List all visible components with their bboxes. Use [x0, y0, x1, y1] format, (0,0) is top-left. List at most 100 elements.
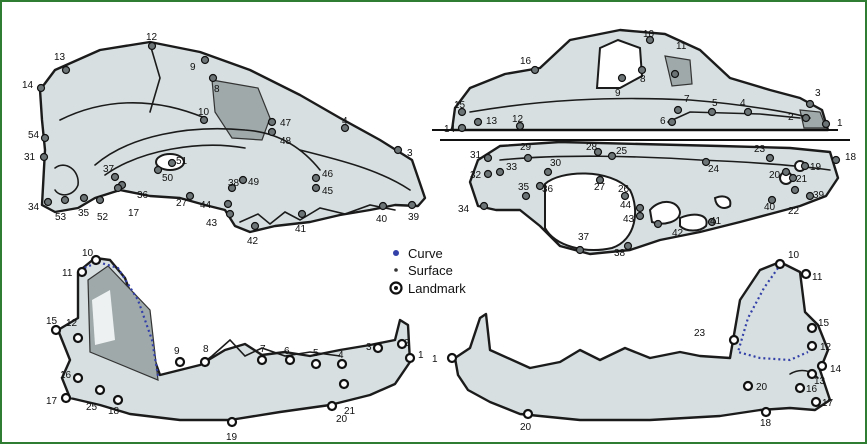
svg-text:20: 20: [520, 422, 532, 433]
svg-text:25: 25: [86, 402, 98, 413]
ventral-tooth-socket-2: [680, 215, 707, 231]
svg-text:18: 18: [845, 152, 857, 163]
svg-text:34: 34: [458, 204, 470, 215]
svg-text:16: 16: [520, 56, 532, 67]
mandible-right-outline: [455, 262, 830, 420]
landmark-marker: 23: [694, 328, 738, 344]
svg-text:19: 19: [810, 162, 822, 173]
svg-text:40: 40: [764, 202, 776, 213]
svg-text:10: 10: [788, 250, 800, 261]
svg-text:12: 12: [820, 342, 832, 353]
landmark-marker: 31: [470, 150, 492, 162]
svg-text:22: 22: [788, 206, 800, 217]
svg-text:54: 54: [28, 130, 40, 141]
landmark-marker: 14: [444, 124, 466, 135]
svg-text:43: 43: [206, 218, 218, 229]
landmark-marker: 15: [46, 316, 60, 334]
svg-text:37: 37: [578, 232, 590, 243]
svg-text:27: 27: [594, 182, 606, 193]
svg-text:44: 44: [200, 200, 212, 211]
svg-text:1: 1: [418, 350, 424, 361]
svg-text:42: 42: [247, 236, 259, 247]
svg-text:13: 13: [54, 52, 66, 63]
landmark-marker: 52: [97, 197, 109, 224]
svg-text:48: 48: [280, 136, 292, 147]
svg-text:12: 12: [146, 32, 158, 43]
svg-text:20: 20: [756, 382, 768, 393]
svg-text:27: 27: [176, 198, 188, 209]
svg-text:21: 21: [796, 174, 808, 185]
svg-text:13: 13: [486, 116, 498, 127]
landmark-marker: 34: [458, 203, 488, 216]
svg-text:34: 34: [28, 202, 40, 213]
landmark-marker: 11: [802, 270, 823, 283]
svg-text:20: 20: [769, 170, 781, 181]
svg-text:17: 17: [46, 396, 58, 407]
svg-text:36: 36: [542, 184, 554, 195]
svg-text:32: 32: [470, 170, 482, 181]
svg-text:12: 12: [66, 318, 78, 329]
svg-text:15: 15: [454, 100, 466, 111]
svg-text:5: 5: [313, 348, 319, 359]
landmark-marker: 19: [226, 418, 238, 443]
svg-text:6: 6: [660, 116, 666, 127]
ventral-tooth-socket: [650, 202, 680, 224]
svg-text:17: 17: [128, 208, 140, 219]
svg-text:16: 16: [806, 384, 818, 395]
svg-text:31: 31: [24, 152, 36, 163]
svg-text:18: 18: [108, 406, 120, 417]
svg-text:2: 2: [788, 112, 794, 123]
svg-text:11: 11: [676, 41, 687, 52]
svg-text:14: 14: [22, 80, 34, 91]
legend: Curve Surface Landmark: [391, 246, 467, 296]
svg-text:14: 14: [444, 124, 456, 135]
svg-text:15: 15: [46, 316, 58, 327]
svg-text:33: 33: [506, 162, 518, 173]
svg-text:43: 43: [623, 214, 635, 225]
landmark-marker: 9: [174, 346, 184, 366]
svg-text:1: 1: [432, 354, 438, 365]
landmark-marker: 43: [206, 211, 234, 230]
svg-text:41: 41: [295, 224, 307, 235]
landmark-marker: 17: [46, 394, 70, 407]
svg-text:10: 10: [198, 107, 210, 118]
svg-text:14: 14: [830, 364, 842, 375]
svg-text:37: 37: [103, 164, 115, 175]
svg-text:19: 19: [226, 432, 238, 443]
svg-text:3: 3: [815, 88, 821, 99]
svg-text:35: 35: [518, 182, 530, 193]
svg-text:5: 5: [712, 98, 718, 109]
svg-text:45: 45: [322, 186, 334, 197]
svg-text:3: 3: [407, 148, 413, 159]
svg-text:10: 10: [82, 248, 94, 259]
svg-text:4: 4: [740, 98, 746, 109]
svg-text:42: 42: [672, 228, 684, 239]
svg-text:9: 9: [190, 62, 196, 73]
svg-text:35: 35: [78, 208, 90, 219]
landmark-marker: 8: [201, 344, 209, 366]
svg-text:53: 53: [55, 212, 67, 223]
legend-curve-label: Curve: [408, 246, 443, 261]
landmark-marker: 1: [432, 354, 456, 365]
mandible-left-view: [58, 258, 410, 420]
svg-text:38: 38: [228, 178, 240, 189]
svg-text:49: 49: [248, 177, 260, 188]
svg-text:4: 4: [342, 116, 348, 127]
svg-text:8: 8: [203, 344, 209, 355]
svg-text:9: 9: [174, 346, 180, 357]
svg-text:16: 16: [60, 370, 72, 381]
svg-text:39: 39: [813, 190, 825, 201]
svg-text:23: 23: [754, 144, 766, 155]
svg-text:46: 46: [322, 169, 334, 180]
svg-text:38: 38: [614, 248, 626, 259]
svg-text:50: 50: [162, 173, 174, 184]
svg-text:7: 7: [684, 94, 690, 105]
legend-landmark-label: Landmark: [408, 281, 466, 296]
svg-text:52: 52: [97, 212, 109, 223]
svg-text:30: 30: [550, 158, 562, 169]
svg-text:28: 28: [586, 142, 598, 153]
svg-text:23: 23: [694, 328, 706, 339]
svg-text:44: 44: [620, 200, 632, 211]
svg-text:29: 29: [520, 142, 532, 153]
